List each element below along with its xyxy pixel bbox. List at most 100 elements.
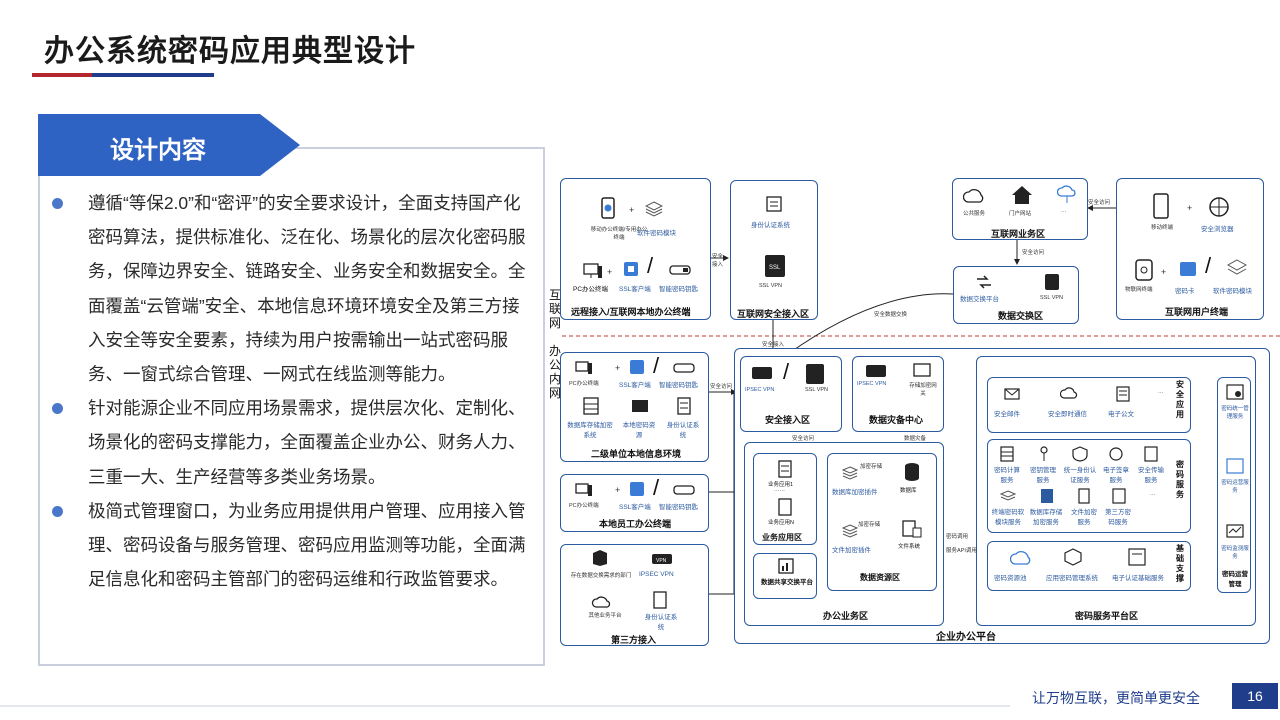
app-mgmt-icon: [1064, 548, 1082, 566]
bullet-item: 极简式管理窗口，为业务应用提供用户管理、应用接入管理、密码设备与服务管理、密码应…: [48, 494, 533, 597]
iot-label: 物联网终端: [1125, 287, 1153, 293]
key-icon: [673, 485, 695, 495]
m2-label: 密码运营服务: [1221, 480, 1249, 494]
doc-icon: [1116, 386, 1130, 402]
s5-label: 安全传输服务: [1138, 467, 1164, 484]
internet-biz-label: 互联网业务区: [991, 229, 1046, 239]
file-sys-label: 文件系统: [898, 544, 921, 550]
local-cipher-label: 本地密码资源: [622, 422, 656, 439]
ipsec-vpn-icon: [866, 365, 886, 377]
ipsec-vpn-icon: [752, 367, 772, 379]
cipher-card-label: 密码卡: [1175, 288, 1195, 295]
share-platform-box: 数据共享交换平台: [753, 553, 817, 599]
section-tab: 设计内容: [38, 114, 300, 176]
platform-label: 企业办公平台: [936, 632, 996, 643]
b3-label: 电子认证基础服务: [1112, 575, 1164, 582]
third-party-service-icon: [1112, 488, 1126, 504]
sec-app-box: ··· 安全邮件 安全即时通信 电子公文 安全应用: [987, 377, 1191, 433]
local-staff-label: 本地员工办公终端: [599, 519, 672, 529]
bullet-list: 遵循“等保2.0”和“密评”的安全要求设计，全面支持国产化密码算法，提供标准化、…: [48, 186, 533, 596]
bullet-item: 针对能源企业不同应用场景需求，提供层次化、定制化、场景化的密码支撑能力，全面覆盖…: [48, 391, 533, 494]
flow-secure-visit: 安全访问: [1088, 200, 1111, 206]
office-biz-box: 业务应用1 ······ 业务应用N 业务应用区 数据共享交换平台 办公业务区 …: [744, 442, 944, 626]
cloud-network-icon: [1057, 185, 1076, 203]
cloud-icon: [591, 596, 611, 608]
app1-label: 业务应用1: [768, 482, 794, 488]
data-center-label: 数据灾备中心: [869, 415, 924, 425]
third-party-box: VPN 存在数据交换需求的部门 IPSEC VPN 其他业务平台 身份认证系统 …: [560, 544, 709, 646]
chart-icon: [778, 558, 794, 574]
auth-icon: [677, 397, 691, 415]
more-label: ···: [1150, 492, 1156, 498]
auth-server-icon: [766, 196, 782, 212]
module-icon: [1227, 259, 1247, 275]
ssl-vpn-icon: [806, 364, 824, 384]
cipher-service-label: 密码服务: [1176, 460, 1184, 499]
ssl-vpn-icon: [1045, 274, 1059, 290]
share-platform-label: 数据共享交换平台: [761, 579, 813, 586]
pc-icon: [583, 263, 602, 278]
ssl-client-label: SSL客户端: [619, 286, 651, 293]
s1-label: 密码计算服务: [994, 467, 1020, 484]
section-tab-label: 设计内容: [110, 137, 206, 164]
bullet-text: 针对能源企业不同应用场景需求，提供层次化、定制化、场景化的密码支撑能力，全面覆盖…: [88, 398, 526, 487]
doc-label: 电子公文: [1108, 411, 1134, 418]
internet-access-box: 身份认证系统 SSL SSL VPN 互联网安全接入区: [730, 180, 818, 320]
data-resource-box: 加密存储 数据库加密插件 数据库 加密存储 文件加密插件 文件系统 数据资源区: [827, 453, 937, 591]
zone-office-label: 办公内网: [548, 344, 561, 400]
pc-label: PC办公终端: [569, 381, 599, 387]
home-icon: [1012, 186, 1032, 204]
key-label: 智能密码钥匙: [659, 504, 698, 511]
mgmt-box: 密码统一管理服务 密码运营服务 密码监测服务 密码运营管理: [1217, 377, 1251, 593]
internet-users-label: 互联网用户终端: [1165, 307, 1229, 317]
module-icon: [645, 201, 663, 217]
s8-label: 文件加密服务: [1071, 509, 1097, 526]
phone-icon: [1153, 193, 1169, 219]
mobile-terminal-label: 移动终端: [1151, 225, 1174, 231]
app-server-icon: [778, 460, 792, 478]
public-service-label: 公共服务: [963, 211, 986, 217]
content-panel: [38, 147, 545, 666]
internet-users-box: + 移动终端 安全浏览器 + / 物联网终端 密码卡 软件密码模块 互联网用户终…: [1116, 178, 1264, 320]
vpn-label: IPSEC VPN: [639, 571, 674, 578]
s2-label: 密钥管理服务: [1030, 467, 1056, 484]
data-exchange-box: 数据交换平台 SSL VPN 数据交换区: [953, 266, 1079, 324]
identity-icon: [1072, 446, 1088, 462]
s9-label: 第三方密码服务: [1105, 509, 1131, 526]
other-label: 其他业务平台: [588, 613, 622, 619]
flow-data-backup: 数据灾备: [904, 436, 927, 442]
flow-secure-access-2: 安全接入: [762, 342, 785, 348]
s4-label: 电子签章服务: [1103, 467, 1129, 484]
flow-secure-access: 安全接入: [712, 254, 724, 268]
resource-pool-icon: [1010, 551, 1031, 565]
encrypt-store-label: 加密存储: [860, 464, 883, 470]
ssl-client-icon: [624, 262, 638, 276]
db-plugin-icon: [842, 466, 858, 480]
cloud-icon: [963, 189, 984, 203]
mgmt-label: 密码运营管理: [1222, 571, 1248, 588]
auth-label: 身份认证系统: [644, 614, 678, 631]
remote-access-box: + 移动办公终端/专用办公终端 软件密码模块 + / PC办公终端 SSL客户端…: [560, 178, 711, 320]
secure-access-box: / IPSEC VPN SSL VPN 安全接入区: [740, 356, 842, 432]
key-mgmt-icon: [1040, 446, 1048, 461]
internet-biz-box: 公共服务 门户网站 ··· 互联网业务区: [952, 178, 1088, 240]
vpn-icon: VPN: [652, 554, 672, 564]
bullet-text: 遵循“等保2.0”和“密评”的安全要求设计，全面支持国产化密码算法，提供标准化、…: [88, 193, 526, 385]
ssl-vpn-icon: SSL: [765, 255, 785, 277]
flow-secure-visit-4: 安全访问: [792, 436, 815, 442]
b2-label: 应用密码管理系统: [1046, 575, 1098, 582]
storage-gateway-icon: [913, 363, 931, 377]
svg-text:VPN: VPN: [656, 558, 667, 564]
local-staff-box: + / PC办公终端 SSL客户端 智能密码钥匙 本地员工办公终端: [560, 474, 709, 532]
title-underline-blue: [92, 73, 214, 77]
flow-api: 服务API调用: [946, 548, 977, 554]
key-label: 智能密码钥匙: [659, 382, 698, 389]
pc-label: PC办公终端: [573, 286, 609, 293]
m3-label: 密码监测服务: [1221, 546, 1249, 560]
svg-text:SSL: SSL: [769, 265, 781, 271]
db-enc-label: 数据库存储加密系统: [567, 422, 613, 439]
pc-icon: [575, 361, 592, 374]
exchange-icon: [977, 275, 991, 289]
base-support-label: 基础支撑: [1176, 544, 1184, 583]
